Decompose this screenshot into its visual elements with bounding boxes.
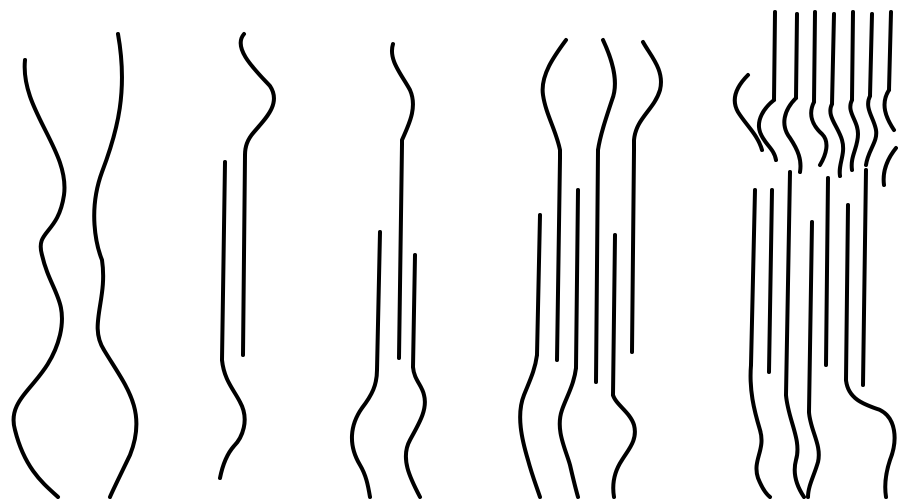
panel-3-wavy-strand-bottom-right [406,367,425,497]
panel-3-wavy-strand-bottom-left [352,370,377,497]
panel-4-straight-strand-2 [596,150,598,382]
panel-5-straight-7 [751,190,755,365]
panel-5-top-straight-4 [832,14,834,104]
panel-4-straight-strand-3 [632,150,634,352]
panel-5-top-straight-7 [889,12,891,90]
panel-5-top-straight-3 [814,12,815,102]
panel-5-top-straight-1 [774,12,775,100]
panel-4-wavy-strand-top-left [543,40,566,158]
panel-5-bottom-wavy-2 [786,395,804,497]
panel-4-wavy-strand-bottom-right [613,395,635,497]
panel-2-wavy-strand-top [241,34,274,155]
panel-5-straight-1 [769,190,772,372]
panel-3 [352,44,425,497]
panel-1 [14,34,137,497]
panel-5-straight-6 [863,170,866,385]
panel-5-top-straight-6 [870,14,872,96]
panel-5-bottom-wavy-3 [808,412,819,497]
panel-4-wavy-strand-top-center [598,40,615,150]
panel-5-curl-6 [850,100,858,170]
panel-1-wavy-strand-left [14,60,65,497]
panel-5-bottom-wavy-1 [751,365,770,497]
panel-2 [220,34,274,478]
panel-2-wavy-strand-bottom [220,360,245,478]
panel-5-curl-8 [885,90,894,130]
panel-4-straight-strand-left [537,215,540,355]
panel-4-wavy-strand-bottom-center [560,368,578,497]
panel-4-straight-strand-mid [576,190,578,368]
panel-2-straight-strand-long [243,155,245,355]
panel-4-wavy-strand-top-right [634,42,661,150]
panel-5-bottom-wavy-4 [846,380,895,497]
panel-5-curl-9 [884,148,896,185]
panel-3-wavy-strand-top [392,44,413,144]
panel-5 [735,12,896,497]
panel-5-curl-3 [784,98,800,172]
panel-5-top-straight-5 [852,12,853,100]
panel-1-wavy-strand-right [94,34,136,497]
panel-5-curl-4 [811,102,826,165]
panel-4-straight-strand-1 [557,158,560,360]
panel-5-top-straight-2 [796,14,797,98]
panel-5-curl-5 [830,104,843,176]
panel-3-straight-strand-right [413,255,415,367]
panel-5-straight-5 [846,205,848,380]
panel-5-straight-3 [809,222,812,412]
panel-4-wavy-strand-bottom-left [520,355,540,497]
panel-5-curl-7 [866,96,876,165]
panel-2-straight-strand-left [222,162,225,360]
panel-3-straight-strand-center [399,144,402,358]
panel-5-straight-4 [826,178,828,365]
panel-5-curl-1 [735,75,762,150]
panel-3-straight-strand-left [377,232,380,370]
panel-4-straight-strand-right [613,235,615,395]
panel-5-straight-2 [786,172,790,395]
panel-4 [520,40,661,497]
